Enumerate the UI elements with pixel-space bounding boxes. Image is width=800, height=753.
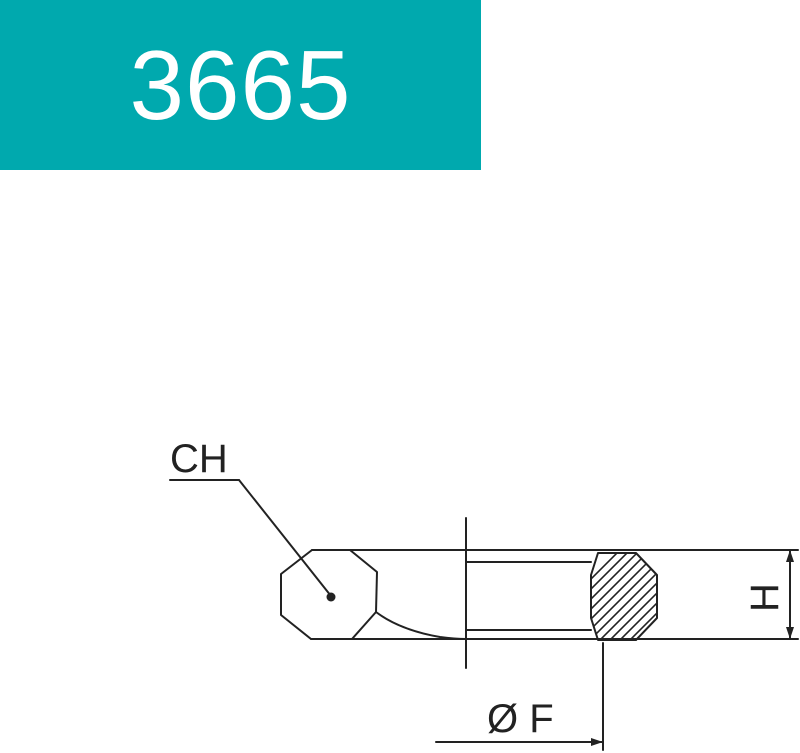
f-label: Ø F (487, 697, 554, 741)
h-arrow-bottom (786, 627, 794, 639)
nut-bottom-curve (375, 611, 467, 640)
h-arrow-top (786, 550, 794, 562)
product-number: 3665 (129, 30, 352, 140)
section-hatching (591, 553, 657, 640)
title-banner: 3665 (0, 0, 481, 170)
h-label: H (743, 583, 787, 612)
ch-leader-dot (326, 592, 336, 602)
ch-label: CH (170, 437, 228, 481)
f-arrow-head (591, 738, 603, 746)
ch-leader-diagonal (238, 479, 332, 597)
